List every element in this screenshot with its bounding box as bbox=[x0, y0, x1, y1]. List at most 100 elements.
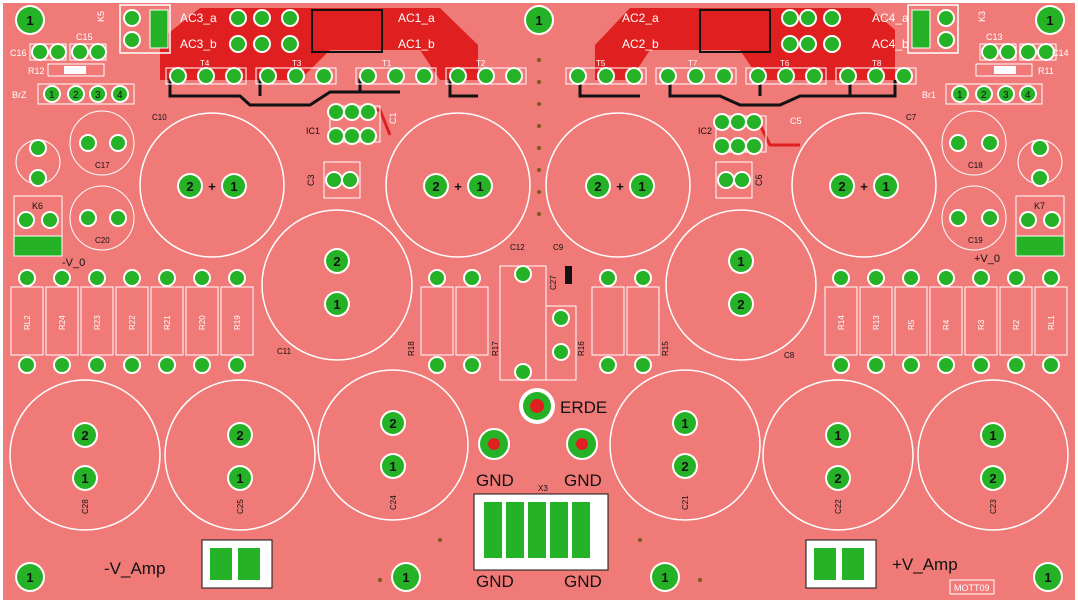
mounting-holes: 1 1 1 1 1 1 1 bbox=[15, 5, 1065, 592]
cap-c13: C13 bbox=[979, 32, 1017, 61]
large-cap-labels: C10 C7 C12 C9 C11 C8 C28 C25 C24 C21 C22… bbox=[81, 113, 998, 514]
connector-k5: K5 bbox=[96, 4, 171, 54]
c9-pin2: 2 bbox=[594, 179, 601, 194]
ac2a-label: AC2_a bbox=[622, 11, 659, 25]
cap-c3: C3 bbox=[306, 161, 361, 199]
r17-label: R17 bbox=[491, 341, 500, 356]
cap-c15: C15 bbox=[69, 32, 107, 61]
ac3a-label: AC3_a bbox=[180, 11, 217, 25]
r4-label: R4 bbox=[942, 319, 951, 330]
large-cap-pin-numbers: 2+1 2+1 2+1 2+1 21 12 21 21 21 12 12 12 bbox=[81, 179, 996, 486]
top-pads bbox=[229, 9, 841, 53]
connector-neg-vamp: -V_Amp bbox=[104, 539, 273, 589]
transistor-t2: T2 bbox=[445, 59, 527, 85]
c12-pin1: 1 bbox=[476, 179, 483, 194]
large-capacitors bbox=[9, 112, 1069, 531]
neg-vamp-label: -V_Amp bbox=[104, 559, 165, 578]
c6-label: C6 bbox=[754, 174, 764, 186]
r18-label: R18 bbox=[407, 341, 416, 356]
brz-pin2: 2 bbox=[73, 90, 79, 101]
c10-pin2: 2 bbox=[186, 179, 193, 194]
c21-pin1: 1 bbox=[681, 416, 688, 431]
vias bbox=[378, 58, 702, 582]
centre-resistors: R18 R17 R16 R15 C27 bbox=[407, 265, 670, 381]
author-label: MOTT09 bbox=[954, 583, 990, 593]
gnd-label-left: GND bbox=[476, 471, 514, 490]
cap-c16: C16 bbox=[10, 43, 67, 61]
mount-hole-label: 1 bbox=[1044, 570, 1051, 585]
c15-label: C15 bbox=[76, 32, 93, 42]
r12-label: R12 bbox=[28, 66, 45, 76]
r19-label: R19 bbox=[233, 315, 242, 330]
c12-pin2: 2 bbox=[432, 179, 439, 194]
c25-pin2: 2 bbox=[236, 428, 243, 443]
brz-pin4: 4 bbox=[117, 90, 123, 101]
brz-pin3: 3 bbox=[95, 90, 101, 101]
r20-label: R20 bbox=[198, 315, 207, 330]
c7-plus: + bbox=[860, 179, 868, 194]
c12-plus: + bbox=[454, 179, 462, 194]
k6-label: K6 bbox=[32, 201, 43, 211]
mount-hole-label: 1 bbox=[26, 13, 33, 28]
resistor-r11: R11 bbox=[975, 63, 1054, 77]
r13-label: R13 bbox=[872, 315, 881, 330]
author-mark: MOTT09 bbox=[949, 579, 995, 595]
c23-label: C23 bbox=[989, 499, 998, 514]
r5-label: R5 bbox=[907, 319, 916, 330]
c20-label: C20 bbox=[95, 236, 110, 245]
c21-pin2: 2 bbox=[681, 459, 688, 474]
ac4b-label: AC4_b bbox=[872, 37, 909, 51]
c16-label: C16 bbox=[10, 48, 27, 58]
c7-pin1: 1 bbox=[882, 179, 889, 194]
br2-label: BrZ bbox=[12, 90, 27, 100]
ic-ic1: IC1 C1 bbox=[306, 103, 398, 145]
c19-label: C19 bbox=[968, 236, 983, 245]
relay-k7: K7 +V_0 bbox=[974, 195, 1065, 265]
c10-label: C10 bbox=[152, 113, 167, 122]
r11-label: R11 bbox=[1038, 66, 1054, 76]
c9-pin1: 1 bbox=[638, 179, 645, 194]
c14-label: C14 bbox=[1052, 48, 1069, 58]
c23-pin1: 1 bbox=[989, 428, 996, 443]
brz-pin1: 1 bbox=[49, 90, 55, 101]
k5-label: K5 bbox=[96, 11, 106, 22]
c12-label: C12 bbox=[510, 243, 525, 252]
t5-label: T5 bbox=[596, 59, 606, 68]
mount-hole-label: 1 bbox=[535, 13, 542, 28]
c22-label: C22 bbox=[834, 499, 843, 514]
c8-pin2: 2 bbox=[737, 297, 744, 312]
c9-plus: + bbox=[616, 179, 624, 194]
gnd-label-right: GND bbox=[564, 471, 602, 490]
transistor-t5: T5 bbox=[565, 59, 647, 85]
resistor-bank-right: R14 R13 R5 R4 R3 R2 RL1 bbox=[824, 269, 1068, 374]
r2-label: R2 bbox=[1012, 319, 1021, 330]
c7-pin2: 2 bbox=[838, 179, 845, 194]
c25-label: C25 bbox=[236, 499, 245, 514]
cap-c14: C14 bbox=[1019, 43, 1069, 61]
c28-pin1: 1 bbox=[81, 471, 88, 486]
r15-label: R15 bbox=[661, 341, 670, 356]
transistor-t4: T4 bbox=[165, 59, 247, 85]
connector-k3: K3 bbox=[907, 4, 987, 54]
erde-terminal: ERDE bbox=[519, 388, 607, 424]
pos-vamp-label: +V_Amp bbox=[892, 555, 958, 574]
k7-label: K7 bbox=[1034, 201, 1045, 211]
t2-label: T2 bbox=[476, 59, 486, 68]
copper-pour-right bbox=[595, 8, 895, 80]
mount-hole-label: 1 bbox=[402, 570, 409, 585]
r24-label: R24 bbox=[58, 315, 67, 330]
c13-label: C13 bbox=[986, 32, 1003, 42]
c11-pin2: 2 bbox=[333, 254, 340, 269]
ac-labels: AC3_a AC3_b AC1_a AC1_b AC2_a AC2_b AC4_… bbox=[180, 11, 909, 51]
ic-ic2: IC2 C5 bbox=[698, 113, 802, 155]
c22-pin2: 2 bbox=[834, 471, 841, 486]
k3-label: K3 bbox=[977, 11, 987, 22]
c7-label: C7 bbox=[906, 113, 917, 122]
c10-plus: + bbox=[208, 179, 216, 194]
br1-pin2: 2 bbox=[981, 90, 987, 101]
transistor-t8: T8 bbox=[835, 59, 917, 85]
c23-pin2: 2 bbox=[989, 471, 996, 486]
t6-label: T6 bbox=[780, 59, 790, 68]
c22-pin1: 1 bbox=[834, 428, 841, 443]
t1-label: T1 bbox=[382, 59, 392, 68]
